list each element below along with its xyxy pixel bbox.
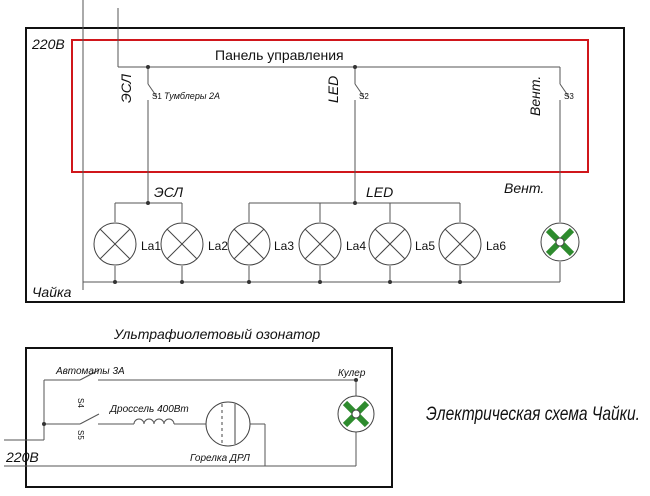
cooler-label: Кулер [338, 368, 366, 379]
switch-id-s5: S5 [76, 430, 85, 440]
switch-label-led: LED [325, 76, 341, 103]
lamp-la3 [227, 222, 271, 266]
group-label-vent: Вент. [504, 180, 544, 196]
lamp-label-la3: La3 [274, 239, 294, 253]
fan-icon [540, 222, 580, 262]
lamp-label-la1: La1 [141, 239, 161, 253]
chaika-frame [25, 27, 625, 303]
lamp-label-la4: La4 [346, 239, 366, 253]
ozonator-frame [25, 347, 393, 488]
switch-id-s2: S2 [359, 92, 369, 101]
burner-label: Горелка ДРЛ [190, 453, 250, 464]
voltage-label-top: 220В [31, 36, 65, 52]
lamp-la1 [93, 222, 137, 266]
drl-burner-icon [205, 401, 251, 447]
lamp-la6 [438, 222, 482, 266]
cooler-fan-icon [337, 395, 375, 433]
choke-label: Дроссель 400Вт [109, 404, 189, 415]
chaika-label: Чайка [32, 284, 72, 300]
lamp-label-la5: La5 [415, 239, 435, 253]
voltage-label-bottom: 220В [5, 449, 39, 465]
control-panel-outline [71, 39, 589, 173]
lamp-label-la6: La6 [486, 239, 506, 253]
lamp-la2 [160, 222, 204, 266]
ozonator-title: Ультрафиолетовый озонатор [113, 326, 320, 342]
switch-id-s3: S3 [564, 92, 574, 101]
switch-id-s1: S1 [152, 92, 162, 101]
switch-label-esl: ЭСЛ [118, 74, 134, 103]
group-label-esl: ЭСЛ [154, 184, 183, 200]
lamp-la5 [368, 222, 412, 266]
switch-id-s4: S4 [76, 398, 85, 408]
control-panel-title: Панель управления [215, 47, 344, 63]
toggle-rating-note: Тумблеры 2А [164, 91, 220, 101]
switch-label-vent: Вент. [527, 76, 543, 116]
group-label-led: LED [366, 184, 393, 200]
diagram-caption: Электрическая схема Чайки. [426, 404, 640, 425]
breakers-label: Автоматы 3А [55, 366, 125, 377]
lamp-label-la2: La2 [208, 239, 228, 253]
lamp-la4 [298, 222, 342, 266]
